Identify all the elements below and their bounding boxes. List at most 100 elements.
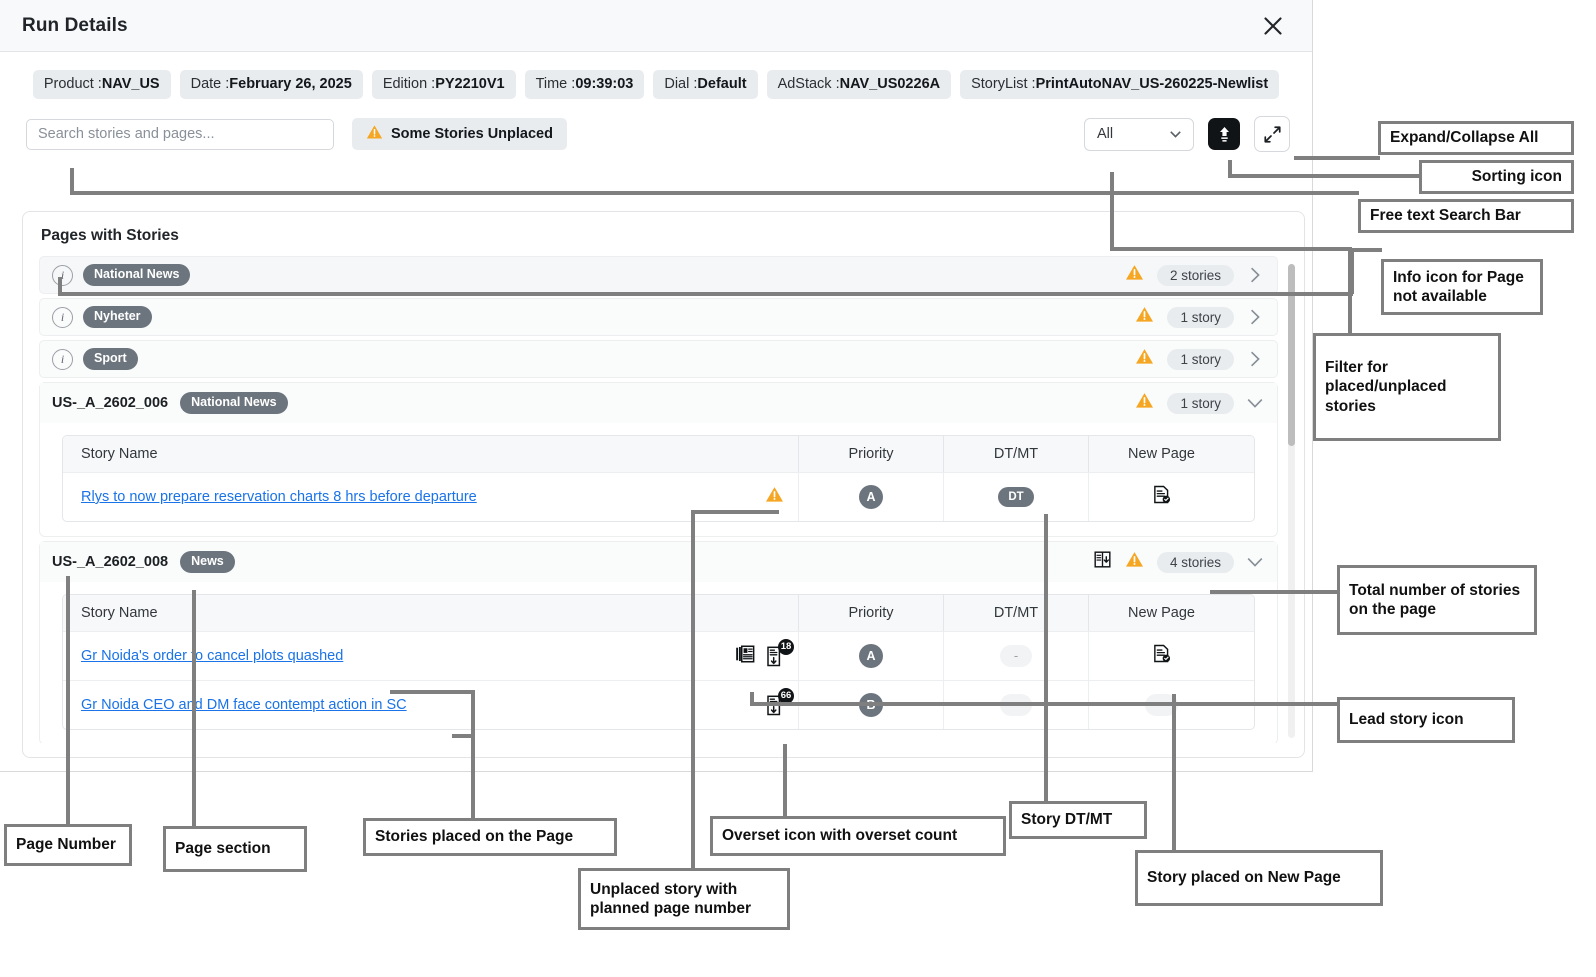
info-icon[interactable]: i: [52, 348, 73, 370]
story-name-cell: Rlys to now prepare reservation charts 8…: [63, 473, 799, 521]
row-right: 1 story: [1135, 348, 1263, 370]
meta-value: Default: [697, 76, 747, 92]
row-right: 4 stories: [1093, 550, 1263, 574]
overset-icon: 18: [767, 638, 794, 667]
unplaced-section-row[interactable]: i Nyheter 1 story: [39, 298, 1278, 336]
story-name-icons: 18: [735, 638, 798, 668]
info-icon[interactable]: i: [52, 306, 73, 328]
meta-chip-date: Date :February 26, 2025: [179, 70, 363, 100]
toolbar-right: All: [1084, 116, 1290, 153]
annotation-info-icon-page: Info icon for Page not available: [1381, 259, 1543, 315]
annotation-text: Expand/Collapse All: [1390, 129, 1539, 147]
overset-count-badge: 66: [778, 687, 794, 704]
meta-value: 09:39:03: [575, 76, 634, 92]
annotation-expand-collapse-all: Expand/Collapse All: [1378, 121, 1574, 155]
chevron-down-icon[interactable]: [1247, 554, 1263, 570]
annotation-text: Page section: [175, 840, 271, 858]
panel-title: Pages with Stories: [41, 227, 179, 244]
leader-line: [452, 734, 474, 738]
section-tag: Nyheter: [83, 306, 152, 328]
story-link[interactable]: Gr Noida CEO and DM face contempt action…: [81, 697, 407, 713]
annotation-text: Stories placed on the Page: [375, 828, 574, 846]
table-row: Rlys to now prepare reservation charts 8…: [63, 472, 1254, 521]
meta-chip-product: Product :NAV_US: [32, 70, 171, 100]
sort-ascending-icon[interactable]: [1208, 118, 1240, 151]
column-header-story-name: Story Name: [63, 436, 799, 472]
leader-line: [58, 292, 1353, 296]
annotation-text: Unplaced story with planned page number: [590, 880, 752, 917]
warning-icon: [765, 486, 784, 508]
warning-icon: [1125, 264, 1144, 286]
chevron-down-icon[interactable]: [1247, 395, 1263, 411]
leader-line: [58, 277, 62, 295]
story-table-header: Story Name Priority DT/MT New Page: [63, 436, 1254, 472]
section-tag: Sport: [83, 348, 138, 370]
leader-line: [1228, 174, 1423, 178]
leader-line: [192, 590, 196, 828]
priority-cell: A: [799, 473, 944, 521]
annotation-text: Free text Search Bar: [1370, 207, 1521, 225]
leader-line: [1348, 247, 1352, 333]
story-table: Story Name Priority DT/MT New Page Rlys …: [62, 435, 1255, 522]
chevron-right-icon[interactable]: [1247, 351, 1263, 367]
story-link[interactable]: Gr Noida's order to cancel plots quashed: [81, 648, 344, 664]
story-link[interactable]: Rlys to now prepare reservation charts 8…: [81, 489, 477, 505]
meta-value: PY2210V1: [435, 76, 505, 92]
annotation-text: Sorting icon: [1471, 168, 1562, 186]
unplaced-section-row[interactable]: i National News 2 stories: [39, 256, 1278, 294]
meta-label: StoryList :: [971, 76, 1036, 92]
meta-value: February 26, 2025: [229, 76, 352, 92]
warning-icon: [1125, 551, 1144, 573]
leader-line: [691, 510, 779, 514]
meta-label: Edition :: [382, 76, 436, 92]
new-page-cell: [1089, 473, 1234, 521]
chevron-right-icon[interactable]: [1247, 309, 1263, 325]
search-input[interactable]: [26, 118, 334, 150]
annotation-unplaced-story-planned: Unplaced story with planned page number: [578, 868, 790, 930]
page-header-row[interactable]: US-_A_2602_006 National News 1 story: [40, 383, 1277, 423]
dialog-header: Run Details: [0, 0, 1312, 52]
annotation-sorting-icon: Sorting icon: [1419, 160, 1574, 194]
annotation-stories-placed-page: Stories placed on the Page: [363, 818, 617, 856]
priority-cell: A: [799, 632, 944, 680]
meta-chip-edition: Edition :PY2210V1: [371, 70, 516, 100]
story-count-badge: 4 stories: [1156, 551, 1234, 573]
leader-line: [471, 690, 475, 818]
priority-badge: A: [859, 485, 883, 509]
close-icon[interactable]: [1258, 11, 1288, 41]
column-header-priority: Priority: [799, 595, 944, 631]
warning-icon: [366, 124, 383, 144]
annotation-free-text-search-bar: Free text Search Bar: [1358, 199, 1574, 233]
unplaced-section-row[interactable]: i Sport 1 story: [39, 340, 1278, 378]
filter-select[interactable]: All: [1084, 117, 1194, 151]
expand-collapse-icon[interactable]: [1254, 116, 1290, 153]
page-title: Run Details: [22, 14, 128, 36]
table-row: Gr Noida's order to cancel plots quashed: [63, 631, 1254, 680]
priority-badge: A: [859, 644, 883, 668]
leader-line: [1044, 514, 1048, 802]
info-icon[interactable]: i: [52, 264, 73, 286]
annotation-text: Lead story icon: [1349, 711, 1464, 729]
annotation-text: Story placed on New Page: [1147, 869, 1341, 887]
meta-value: PrintAutoNAV_US-260225-Newlist: [1035, 76, 1269, 92]
column-header-new-page: New Page: [1128, 605, 1195, 621]
scrollbar-thumb[interactable]: [1288, 264, 1295, 446]
page-rows: i National News 2 stories i Nyheter: [23, 256, 1304, 743]
annotation-total-stories-page: Total number of stories on the page: [1337, 565, 1537, 635]
annotation-text: Total number of stories on the page: [1349, 581, 1521, 618]
rows-viewport: i National News 2 stories i Nyheter: [23, 256, 1304, 743]
meta-label: Dial :: [664, 76, 698, 92]
annotation-filter-placed-unplaced: Filter for placed/unplaced stories: [1313, 333, 1501, 441]
annotation-text: Page Number: [16, 836, 116, 854]
warning-icon: [1135, 306, 1154, 328]
warning-icon: [1135, 348, 1154, 370]
story-count-badge: 1 story: [1167, 306, 1234, 328]
chevron-right-icon[interactable]: [1247, 267, 1263, 283]
story-table-header: Story Name Priority DT/MT New Page: [63, 595, 1254, 631]
page-header-row[interactable]: US-_A_2602_008 News: [40, 542, 1277, 582]
story-name-cell: Gr Noida CEO and DM face contempt action…: [63, 681, 799, 729]
unplaced-label: Some Stories Unplaced: [391, 126, 553, 143]
leader-line: [691, 510, 695, 872]
scrollbar[interactable]: [1288, 264, 1295, 738]
story-table: Story Name Priority DT/MT New Page Gr No…: [62, 594, 1255, 730]
